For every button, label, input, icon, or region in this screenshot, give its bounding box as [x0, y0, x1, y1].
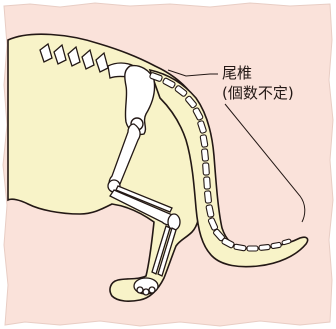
- caudal-vertebrae-label: 尾椎: [222, 64, 252, 82]
- vertebra-count-note: (個数不定): [222, 84, 294, 102]
